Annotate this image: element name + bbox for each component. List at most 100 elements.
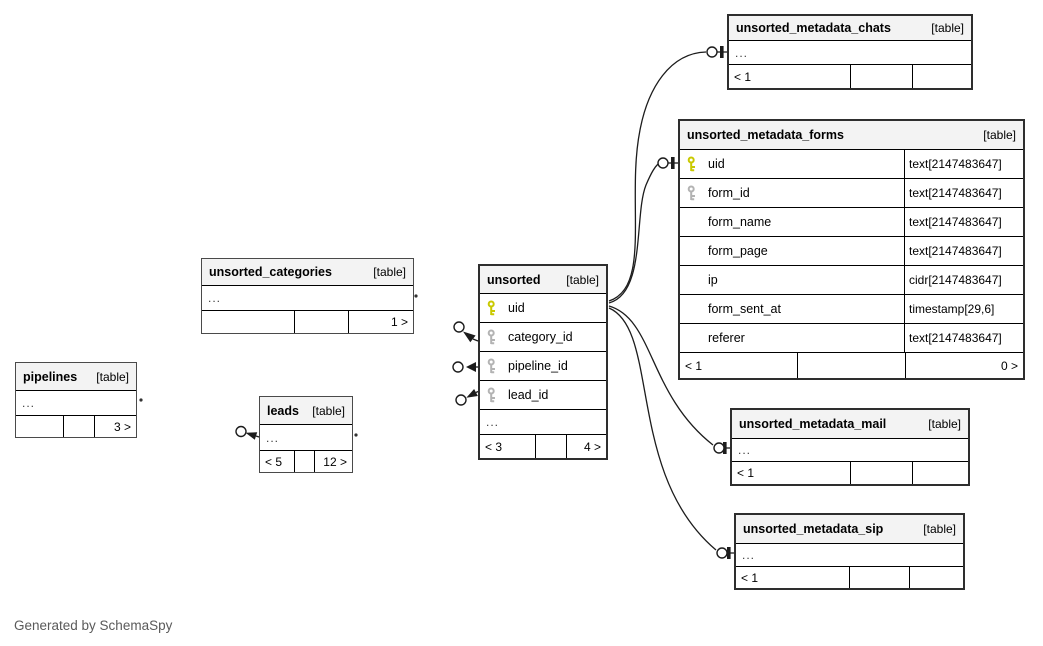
footer-parents-count	[912, 65, 971, 88]
hidden-columns-ellipsis: ...	[480, 409, 606, 434]
column-name-cell: form_id	[680, 179, 904, 207]
column-name-cell: pipeline_id	[480, 352, 606, 380]
hidden-columns-ellipsis: ...	[729, 40, 971, 64]
table-header[interactable]: unsorted_categories[table]	[202, 259, 413, 285]
hidden-columns-ellipsis: ...	[202, 285, 413, 310]
table-footer: < 1	[732, 461, 968, 484]
zero-end-circle	[713, 442, 725, 454]
column-type: timestamp[29,6]	[904, 295, 1023, 323]
column-name: pipeline_id	[508, 359, 568, 373]
footer-spacer-cell	[850, 65, 912, 88]
primary-key-icon	[487, 300, 508, 316]
foreign-key-icon	[487, 387, 508, 403]
table-node-unsorted_metadata_chats[interactable]: unsorted_metadata_chats[table]... < 1	[727, 14, 973, 90]
column-type: text[2147483647]	[904, 208, 1023, 236]
table-node-pipelines[interactable]: pipelines[table]...3 >	[15, 362, 137, 438]
column-name: uid	[508, 301, 525, 315]
column-row-referer: referer text[2147483647]	[680, 323, 1023, 352]
one-end-bar	[671, 157, 675, 169]
zero-end-circle	[452, 361, 464, 373]
table-name: leads	[267, 403, 299, 418]
table-node-unsorted_metadata_mail[interactable]: unsorted_metadata_mail[table]...< 1	[730, 408, 970, 486]
column-type: text[2147483647]	[904, 150, 1023, 178]
footer-spacer-cell	[849, 567, 909, 588]
zero-end-circle	[706, 46, 718, 58]
table-node-unsorted_categories[interactable]: unsorted_categories[table]...1 >	[201, 258, 414, 334]
foreign-key-icon	[487, 358, 508, 374]
one-end-bar	[727, 547, 731, 559]
column-name: uid	[708, 157, 725, 171]
footer-spacer-cell	[294, 311, 348, 333]
table-node-leads[interactable]: leads [table]... < 5 12 >	[259, 396, 353, 473]
truncated-relationship-dot	[354, 433, 358, 437]
table-header[interactable]: unsorted_metadata_mail[table]	[732, 410, 968, 438]
table-node-unsorted_metadata_forms[interactable]: unsorted_metadata_forms[table]uid text[21…	[678, 119, 1025, 380]
column-row-lead_id: lead_id	[480, 380, 606, 409]
column-row-category_id: category_id	[480, 322, 606, 351]
table-footer: < 1	[736, 566, 963, 588]
footer-children-count: < 3	[485, 439, 503, 454]
footer-parents-count	[909, 567, 963, 588]
footer-parents-count: 0 >	[905, 353, 1023, 378]
table-header[interactable]: unsorted_metadata_sip[table]	[736, 515, 963, 543]
generated-by-note: Generated by SchemaSpy	[14, 618, 173, 633]
footer-children-count: < 5	[265, 454, 283, 469]
footer-parents-count: 1 >	[348, 311, 413, 333]
column-type: text[2147483647]	[904, 237, 1023, 265]
column-row-pipeline_id: pipeline_id	[480, 351, 606, 380]
truncated-relationship-dot	[139, 398, 143, 402]
column-type: cidr[2147483647]	[904, 266, 1023, 294]
column-name-cell: ip	[680, 266, 904, 294]
hidden-columns-ellipsis: ...	[736, 543, 963, 566]
column-name: form_page	[708, 244, 768, 258]
column-name-cell: form_name	[680, 208, 904, 236]
arrowhead-icon	[466, 389, 478, 398]
table-header[interactable]: leads [table]	[260, 397, 352, 424]
footer-spacer-cell	[850, 462, 912, 484]
column-name: referer	[708, 331, 745, 345]
column-type: text[2147483647]	[904, 324, 1023, 352]
table-footer: < 1 0 >	[680, 352, 1023, 378]
column-name-cell: uid	[680, 150, 904, 178]
table-header[interactable]: pipelines[table]	[16, 363, 136, 390]
table-name: unsorted	[487, 272, 541, 287]
column-row-uid: uid text[2147483647]	[680, 149, 1023, 178]
column-name-cell: referer	[680, 324, 904, 352]
table-header[interactable]: unsorted_metadata_chats[table]	[729, 16, 971, 40]
column-name-cell: uid	[480, 294, 606, 322]
one-end-bar	[723, 442, 727, 454]
footer-children-count: < 1	[734, 69, 752, 84]
table-header[interactable]: unsorted [table]	[480, 266, 606, 293]
hidden-columns-ellipsis: ...	[260, 424, 352, 450]
foreign-key-icon	[687, 185, 708, 201]
table-name: unsorted_metadata_mail	[739, 417, 887, 431]
footer-spacer-cell	[294, 451, 314, 472]
zero-end-circle	[716, 547, 728, 559]
column-name: category_id	[508, 330, 573, 344]
zero-end-circle	[235, 425, 247, 438]
arrowhead-icon	[463, 331, 476, 343]
column-name: lead_id	[508, 388, 549, 402]
column-row-form_page: form_page text[2147483647]	[680, 236, 1023, 265]
table-name: unsorted_metadata_forms	[687, 128, 844, 142]
footer-children-count: < 1	[685, 358, 703, 373]
footer-parents-count: 3 >	[94, 416, 136, 437]
hidden-columns-ellipsis: ...	[732, 438, 968, 461]
table-footer: < 5 12 >	[260, 450, 352, 472]
table-header[interactable]: unsorted_metadata_forms[table]	[680, 121, 1023, 149]
column-row-form_sent_at: form_sent_at timestamp[29,6]	[680, 294, 1023, 323]
column-name: form_sent_at	[708, 302, 781, 316]
primary-key-icon	[687, 156, 708, 172]
table-node-unsorted_metadata_sip[interactable]: unsorted_metadata_sip[table]...< 1	[734, 513, 965, 590]
table-type-tag: [table]	[566, 272, 599, 287]
zero-end-circle	[453, 321, 465, 333]
table-node-unsorted[interactable]: unsorted [table] uid category_id pipeline_id…	[478, 264, 608, 460]
table-footer: 3 >	[16, 415, 136, 437]
table-type-tag: [table]	[312, 403, 345, 418]
footer-parents-count: 4 >	[566, 435, 606, 458]
hidden-columns-ellipsis: ...	[16, 390, 136, 415]
footer-parents-count: 12 >	[314, 451, 352, 472]
